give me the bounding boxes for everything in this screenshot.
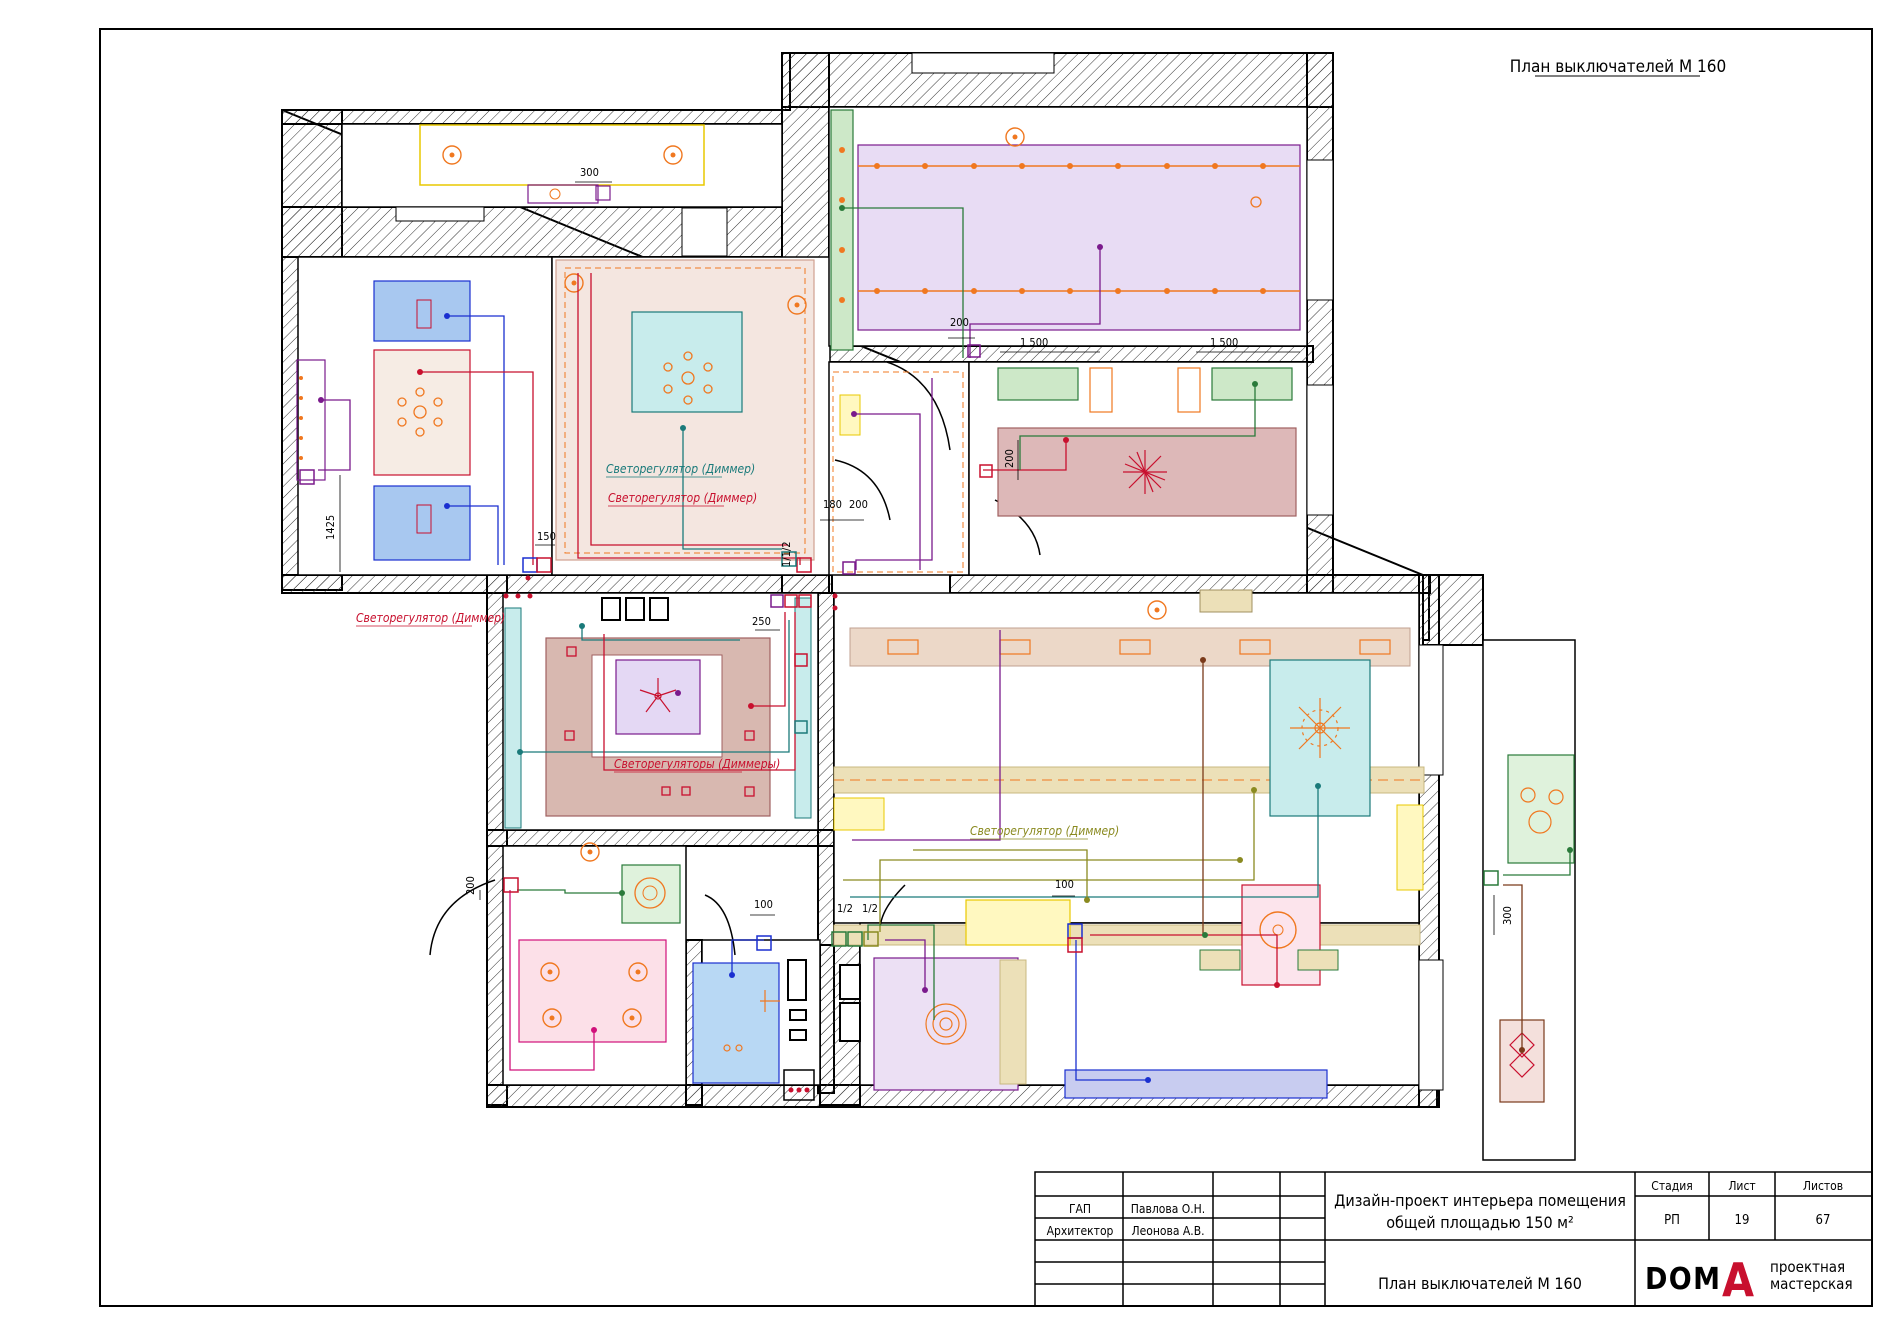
chandelier-living [663,351,713,405]
chandelier-nursery [639,678,677,713]
zone-balcony-rose [1499,1019,1545,1103]
tb-col-stage: Стадия [1651,1179,1692,1193]
zone-study-lilac [873,957,1019,1091]
label-dimmer-olive: Светорегулятор (Диммер) [970,824,1119,838]
windows [395,52,1444,1091]
dim-1425: 1425 [324,515,337,540]
dim-200-c: 200 [849,498,868,511]
tb-name-arch: Леонова А.В. [1131,1224,1204,1238]
logo-dom: DOM [1645,1262,1720,1297]
dim-150: 150 [537,530,556,543]
zone-nursery-teal-strip [504,607,522,829]
nursery-spots [564,646,755,797]
zone-hall-green-strip [830,109,854,351]
dim-200-d: 200 [464,876,477,895]
chandelier-bed [397,387,443,437]
zone-hall-lilac [857,144,1301,331]
socket-dots [503,575,838,611]
zone-corridor-orange [832,371,964,573]
tb-project-line1: Дизайн-проект интерьера помещения [1334,1191,1626,1210]
dim-200-a: 200 [950,316,969,329]
dim-1500-left: 1 500 [1020,336,1048,349]
zone-bed-purple-strip [296,359,326,481]
dim-200-b: 200 [1003,449,1016,468]
wardrobe-blocks [601,597,669,621]
bath-fixtures [787,959,861,1042]
zone-entry-green [621,864,681,924]
dim-250: 250 [752,615,771,628]
dim-300-top: 300 [580,166,599,179]
dim-180: 180 [823,498,842,511]
tb-role-arch: Архитектор [1047,1224,1114,1238]
fixture-dots [318,205,1573,1083]
tb-col-sheet: Лист [1728,1179,1755,1193]
tb-sheet-title: План выключателей М 160 [1378,1274,1582,1293]
dim-100-a: 100 [754,898,773,911]
dim-1-1-2: 1/1/2 [780,541,793,567]
hall-spot-row-bottom [874,288,1266,294]
company-logo: DOM А проектная мастерская [1645,1253,1853,1307]
title-block-text: ГАП Павлова О.Н. Архитектор Леонова А.В.… [1047,1179,1844,1293]
tb-val-sheets: 67 [1816,1213,1831,1228]
hall-spot-row-top [874,163,1266,169]
zone-balcony-green [1507,754,1575,864]
zone-bed-center [373,349,471,476]
logo-line2: мастерская [1770,1275,1853,1293]
zone-lounge-yellow [965,899,1071,946]
tb-col-sheets: Листов [1803,1179,1843,1193]
sheet-frame [99,28,1873,1307]
zone-bath-blue [692,962,780,1084]
chandelier-lounge [1290,698,1350,758]
tb-project-line2: общей площадью 150 м² [1386,1213,1574,1232]
tb-role-gap: ГАП [1069,1202,1091,1216]
logo-line1: проектная [1770,1258,1845,1276]
tb-val-sheet: 19 [1735,1213,1750,1228]
logo-letter-a: А [1722,1253,1754,1307]
label-dimmer-teal: Светорегулятор (Диммер) [606,462,755,476]
zone-bed-blue-top [373,280,471,342]
zone-lounge-blue [1064,1069,1328,1099]
dim-1500-right: 1 500 [1210,336,1238,349]
dim-100-b: 100 [1055,878,1074,891]
label-dimmers-red: Светорегуляторы (Диммеры) [614,757,780,771]
drawing-title: План выключателей М 160 [1510,57,1726,77]
zone-entry-pink [518,939,667,1043]
chandelier-kitchen [1123,450,1167,494]
zone-living-teal [631,311,743,413]
switch-boxes [299,344,1499,953]
label-dimmer-red-top: Светорегулятор (Диммер) [608,491,757,505]
tb-val-stage: РП [1664,1213,1680,1228]
ceiling-medallion-study [925,1003,967,1045]
zone-kitchen-green-left [997,367,1079,401]
zone-bed-blue-bottom [373,485,471,561]
tb-name-gap: Павлова О.Н. [1131,1202,1205,1216]
label-dimmer-red-left: Светорегулятор (Диммер) [356,611,505,625]
dim-300-right: 300 [1501,906,1514,925]
dim-1-2-a: 1/2 [837,902,853,915]
title-block [1034,1171,1873,1307]
dimension-texts: 300 200 1 500 1 500 200 180 200 150 1425… [324,166,1514,925]
dim-1-2-b: 1/2 [862,902,878,915]
dimension-lines [339,181,1495,935]
